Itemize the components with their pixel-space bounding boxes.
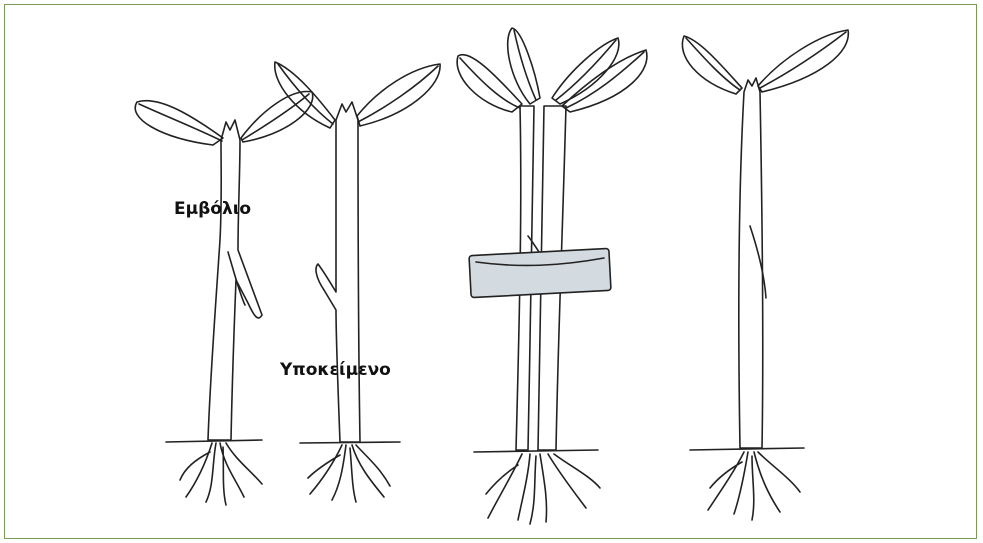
seedling-rootstock [275,62,440,502]
scion-label: Εμβόλιο [174,201,251,218]
rootstock-soil-line [300,442,400,443]
healed-roots [708,452,800,520]
healed-leaf-vein [686,38,740,90]
grafting-tape [469,248,611,297]
rootstock-stem [316,102,360,442]
scion-roots [180,443,262,505]
scion-soil-line [166,440,262,442]
scion-leaf-vein [139,104,222,141]
rootstock-leaf-vein [358,66,438,122]
rootstock-label: Υποκείμενο [280,362,391,379]
rootstock-roots [308,445,390,502]
healed-graft-scar [750,226,766,298]
healed-stem [739,78,763,448]
seedling-scion [135,92,312,505]
seedling-healed-graft [682,30,848,520]
healed-soil-line [690,448,804,450]
grafted-leaf-1 [457,55,522,112]
grafted-leaf-4 [562,50,647,112]
grafted-soil-line [474,450,598,452]
scion-stem [208,120,262,440]
grafted-roots [486,454,600,524]
healed-right-leaf [758,30,848,92]
seedling-grafted-taped [457,28,647,524]
